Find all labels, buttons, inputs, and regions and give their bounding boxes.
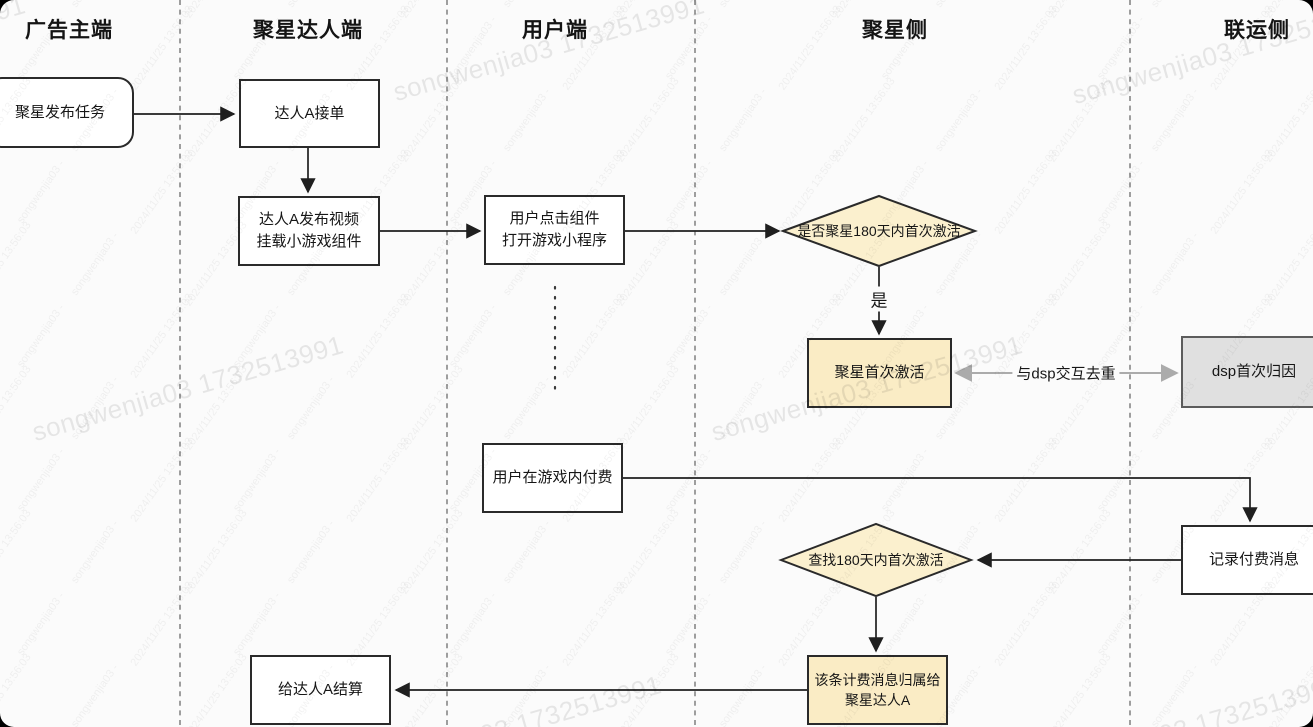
node-dsp-first-attribution: dsp首次归因 <box>1181 336 1313 408</box>
node-publish-task: 聚星发布任务 <box>0 77 134 148</box>
node-user-pay-in-game: 用户在游戏内付费 <box>482 443 623 513</box>
node-juxing-first-activation: 聚星首次激活 <box>807 338 952 408</box>
node-attribute-billing: 该条计费消息归属给 聚星达人A <box>807 655 948 725</box>
lane-header-co-op-side: 联运侧 <box>1224 19 1290 42</box>
edge-label-yes: 是 <box>866 286 892 312</box>
node-record-payment: 记录付费消息 <box>1181 525 1313 595</box>
node-settle-with-talent: 给达人A结算 <box>250 655 391 725</box>
edge-pay-to-record <box>623 477 1258 523</box>
node-talent-post-video: 达人A发布视频 挂载小游戏组件 <box>238 196 380 266</box>
lane-header-advertiser: 广告主端 <box>25 19 113 42</box>
decision-find-activation-label: 查找180天内首次激活 <box>808 552 944 568</box>
lane-header-user: 用户端 <box>522 19 588 42</box>
node-user-click-component: 用户点击组件 打开游戏小程序 <box>484 195 625 265</box>
decision-first-activation-diamond <box>780 194 978 268</box>
node-talent-accept: 达人A接单 <box>239 79 380 148</box>
lane-header-juxing-talent: 聚星达人端 <box>253 19 363 42</box>
decision-find-activation-diamond <box>778 522 974 598</box>
edge-label-dsp-dedupe: 与dsp交互去重 <box>1012 362 1120 384</box>
lane-header-juxing-side: 聚星侧 <box>862 19 928 42</box>
decision-first-activation-label: 是否聚星180天内首次激活 <box>797 223 961 239</box>
